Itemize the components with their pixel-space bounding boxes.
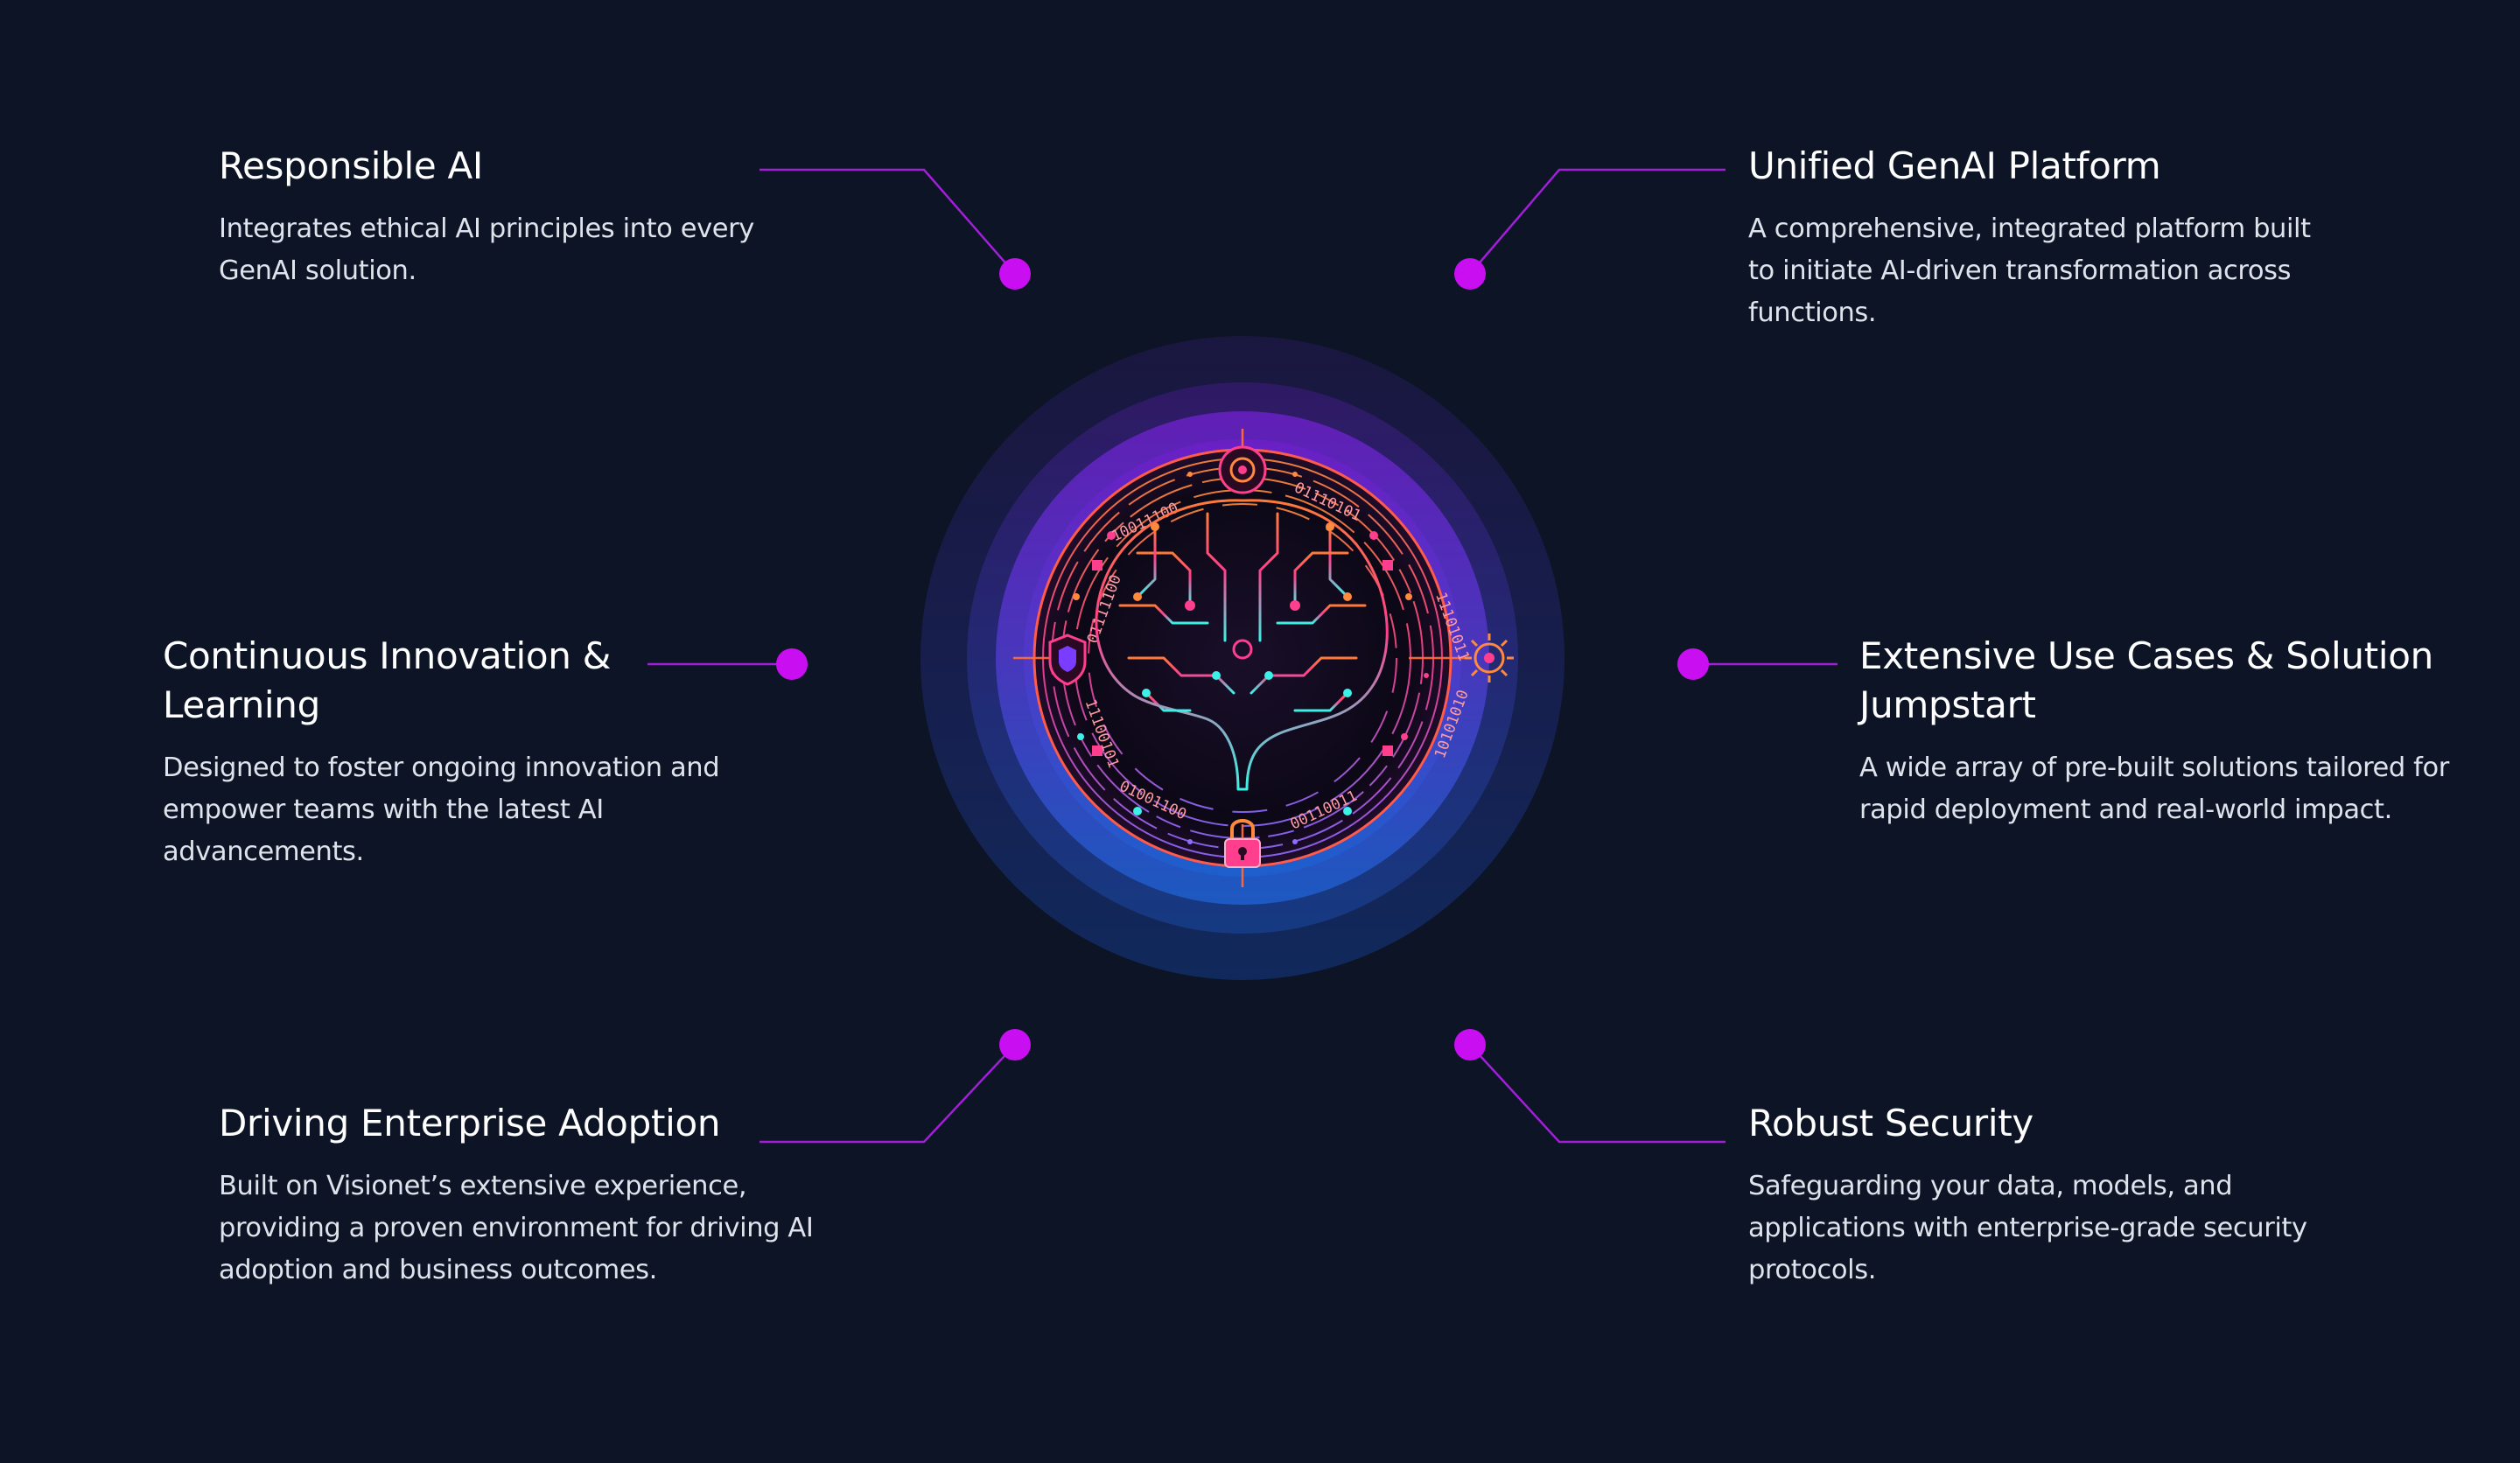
central-emblem: 10011100 01110101 01111100 11101011 1110…: [919, 334, 1566, 982]
feature-description: Built on Visionet’s extensive experience…: [219, 1171, 814, 1285]
feature-title: Robust Security: [1748, 1102, 2034, 1144]
shield-icon: [1048, 634, 1087, 686]
feature-responsible-ai: Responsible AI Integrates ethical AI pri…: [219, 142, 779, 292]
feature-title: Driving Enterprise Adoption: [219, 1102, 721, 1144]
feature-title: Responsible AI: [219, 144, 483, 187]
feature-extensive-use-cases: Extensive Use Cases & Solution Jumpstart…: [1859, 632, 2472, 831]
connector-dot-continuous: [776, 648, 808, 680]
connector-responsible: [760, 168, 1016, 275]
connector-security: [1469, 1044, 1726, 1144]
feature-unified-genai-platform: Unified GenAI Platform A comprehensive, …: [1748, 142, 2343, 334]
emblem-graphic: 10011100 01110101 01111100 11101011 1110…: [920, 336, 1564, 980]
feature-description: Designed to foster ongoing innovation an…: [163, 752, 720, 867]
feature-continuous-innovation: Continuous Innovation & Learning Designe…: [163, 632, 775, 873]
brain-nodes: [1133, 522, 1352, 697]
connector-unified: [1469, 168, 1726, 275]
feature-title: Continuous Innovation & Learning: [163, 634, 612, 726]
feature-title: Extensive Use Cases & Solution Jumpstart: [1859, 634, 2433, 726]
gear-icon: [1465, 634, 1514, 682]
feature-description: Safeguarding your data, models, and appl…: [1748, 1171, 2307, 1285]
feature-description: Integrates ethical AI principles into ev…: [219, 214, 754, 286]
lock-icon: [1224, 819, 1261, 868]
feature-driving-enterprise-adoption: Driving Enterprise Adoption Built on Vis…: [219, 1099, 814, 1292]
feature-description: A comprehensive, integrated platform bui…: [1748, 214, 2311, 328]
feature-title: Unified GenAI Platform: [1748, 144, 2161, 187]
connector-dot-driving: [999, 1029, 1031, 1060]
feature-description: A wide array of pre-built solutions tail…: [1859, 752, 2449, 825]
connector-dot-unified: [1454, 258, 1486, 290]
connector-dot-responsible: [999, 258, 1031, 290]
feature-robust-security: Robust Security Safeguarding your data, …: [1748, 1099, 2343, 1292]
connector-dot-extensive: [1677, 648, 1709, 680]
chip-icon: [1218, 445, 1267, 494]
connector-dot-security: [1454, 1029, 1486, 1060]
brain-icon: [1095, 499, 1389, 791]
